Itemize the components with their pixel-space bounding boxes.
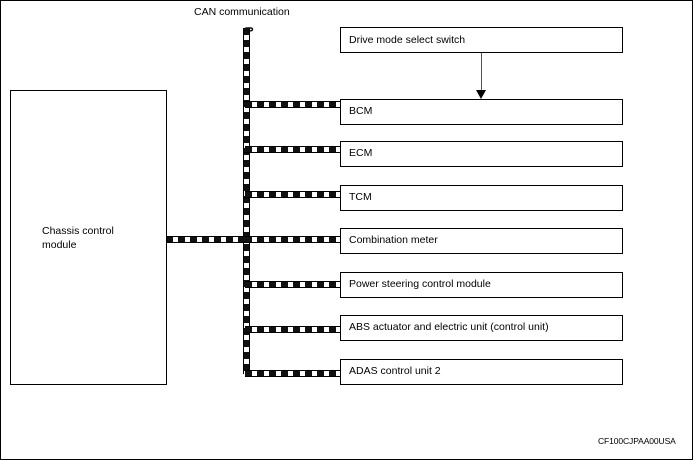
drive-mode-to-bcm-arrow-head-icon (476, 90, 486, 99)
can-bus-branch-ecm (245, 146, 341, 153)
adas-control-unit-2-box (340, 359, 623, 385)
can-bus-branch-bcm (245, 101, 341, 108)
drive-mode-select-switch-box (340, 27, 623, 53)
can-bus-main-feed (166, 236, 245, 243)
chassis-control-module-label: Chassis control module (42, 224, 114, 252)
can-bus-branch-adas-control-unit-2 (245, 370, 341, 377)
drive-mode-to-bcm-arrow-line (481, 53, 482, 93)
bcm-box (340, 99, 623, 125)
drive-mode-select-switch-label: Drive mode select switch (349, 34, 466, 46)
can-bus-branch-abs-actuator (245, 326, 341, 333)
combination-meter-label: Combination meter (349, 234, 438, 246)
abs-actuator-label: ABS actuator and electric unit (control … (349, 321, 549, 333)
abs-actuator-box (340, 315, 623, 341)
adas-control-unit-2-label: ADAS control unit 2 (349, 365, 441, 377)
chassis-control-module-box (10, 90, 167, 385)
chassis-control-module-label-line-1: Chassis control (42, 225, 114, 237)
power-steering-control-module-label: Power steering control module (349, 278, 491, 290)
bcm-label: BCM (349, 105, 373, 117)
can-bus-branch-power-steering-control-module (245, 281, 341, 288)
tcm-box (340, 185, 623, 211)
can-bus-branch-tcm (245, 191, 341, 198)
figure-code-label: CF100CJPAA00USA (598, 436, 676, 446)
ecm-label: ECM (349, 147, 373, 159)
combination-meter-box (340, 228, 623, 254)
ecm-box (340, 141, 623, 167)
can-communication-label: CAN communication (194, 6, 290, 18)
can-bus-branch-combination-meter (245, 236, 341, 243)
chassis-control-module-label-line-2: module (42, 239, 77, 251)
tcm-label: TCM (349, 191, 372, 203)
can-bus-trunk (243, 28, 250, 374)
power-steering-control-module-box (340, 272, 623, 298)
